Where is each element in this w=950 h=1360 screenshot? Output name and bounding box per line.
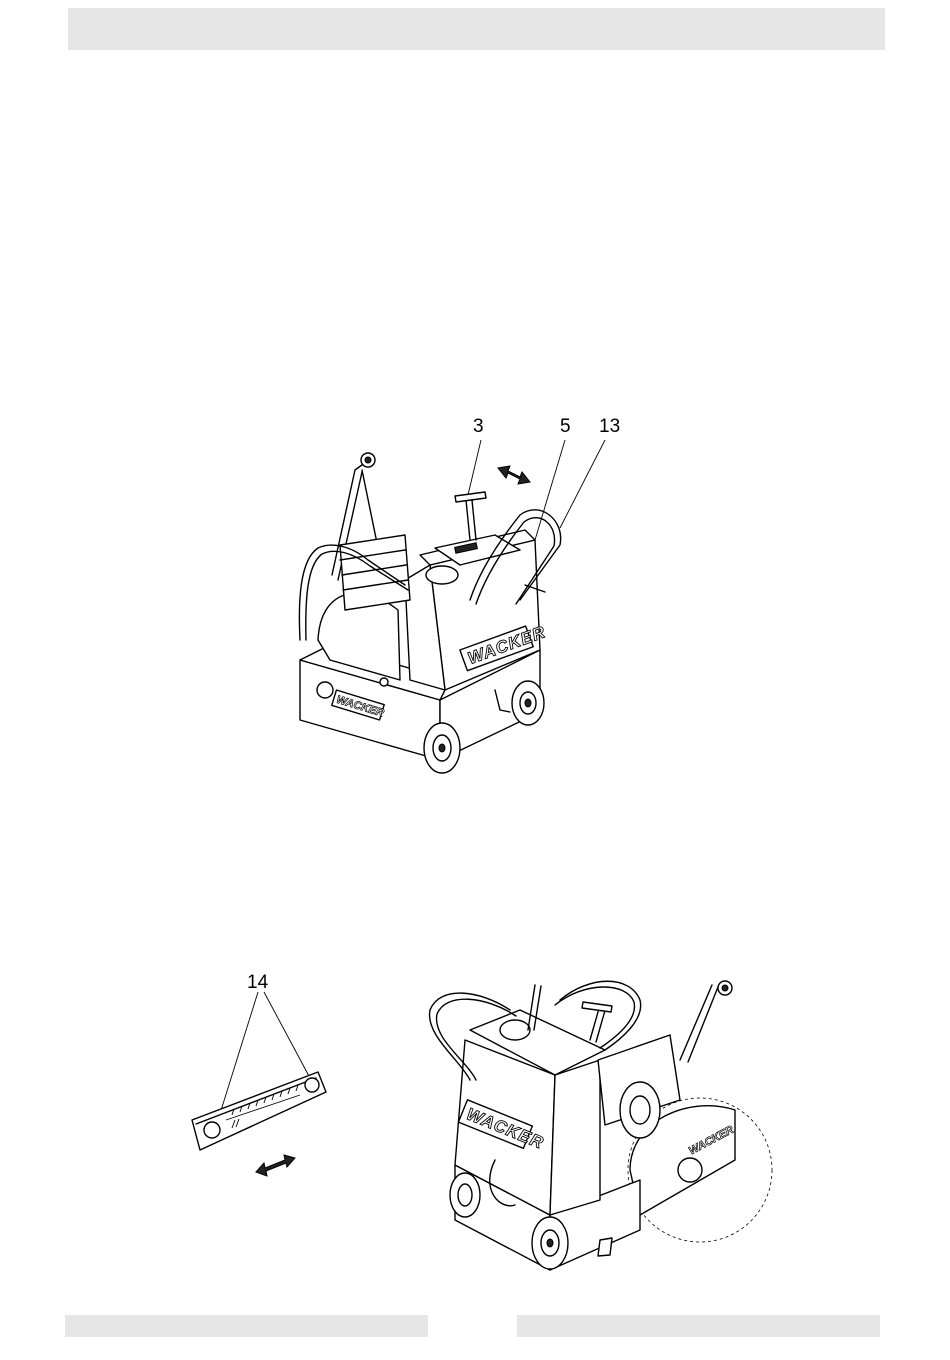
callout-5: 5 bbox=[560, 416, 571, 437]
engine-block bbox=[340, 535, 410, 610]
double-arrow-icon bbox=[256, 1155, 295, 1176]
base-bolt bbox=[317, 682, 333, 698]
plate-knob-left bbox=[204, 1122, 220, 1138]
figure-bottom-left-scale-plate: 14 bbox=[192, 972, 326, 1176]
depth-handle bbox=[466, 500, 476, 540]
leader-line-3 bbox=[468, 440, 481, 495]
callout-14: 14 bbox=[247, 972, 269, 993]
fuel-cap bbox=[500, 1020, 530, 1040]
front-wheel-left bbox=[450, 1173, 480, 1217]
callout-13: 13 bbox=[599, 416, 620, 437]
leader-line-14b bbox=[264, 992, 310, 1078]
fuel-cap bbox=[426, 566, 458, 584]
rear-wheel-left bbox=[424, 723, 460, 773]
rear-wheel-right bbox=[512, 681, 544, 725]
leader-line-13 bbox=[560, 440, 605, 528]
front-wheel-right bbox=[532, 1217, 568, 1269]
callout-3: 3 bbox=[473, 416, 484, 437]
guard-mast bbox=[680, 985, 718, 1062]
figure-bottom-right-floor-saw: WACKER WACKER bbox=[430, 981, 772, 1270]
figure-top-floor-saw: 3 5 13 bbox=[299, 416, 620, 773]
plate-knob-right bbox=[305, 1078, 319, 1092]
double-arrow-icon bbox=[498, 466, 530, 484]
